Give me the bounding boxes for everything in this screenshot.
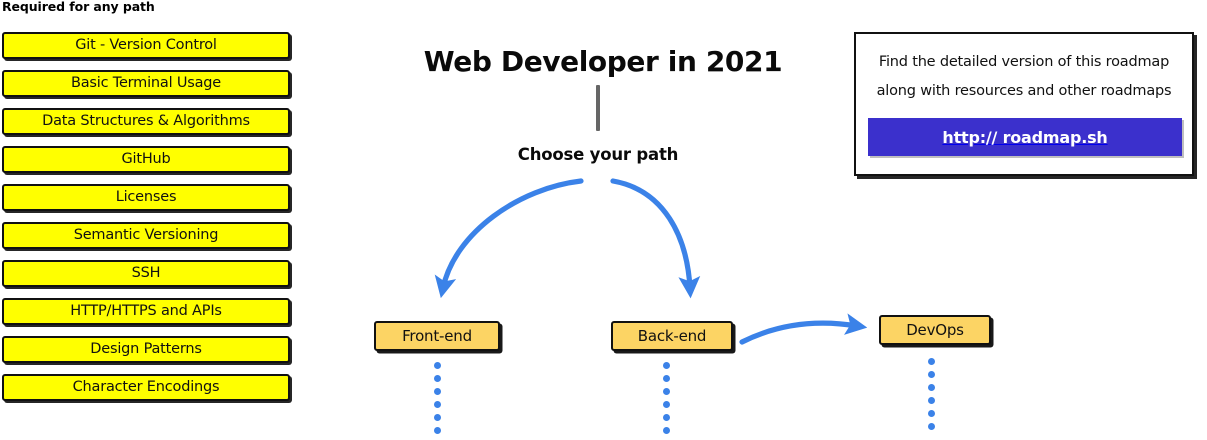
required-topic-ssh[interactable]: SSH (2, 260, 290, 287)
required-topic-label: Design Patterns (90, 341, 202, 358)
dotted-trail-back-end (663, 362, 670, 440)
arrow-to-backend (610, 178, 701, 299)
dotted-trail-devops (928, 358, 935, 436)
required-topic-label: Semantic Versioning (73, 227, 219, 244)
path-box-back-end[interactable]: Back-end (611, 321, 733, 351)
required-topic-label: Character Encodings (72, 379, 220, 396)
required-topic-character-encodings[interactable]: Character Encodings (2, 374, 290, 401)
required-topic-label: Git - Version Control (75, 37, 217, 54)
title-stem-connector (596, 85, 600, 131)
roadmap-sh-link-button[interactable]: http:// roadmap.sh (868, 118, 1182, 156)
path-box-label: DevOps (906, 320, 964, 339)
roadmap-promo-line-2: along with resources and other roadmaps (876, 83, 1172, 99)
dotted-trail-front-end (434, 362, 441, 440)
required-topic-list: Git - Version Control Basic Terminal Usa… (2, 32, 290, 412)
required-topic-label: Licenses (115, 189, 177, 206)
required-topic-github[interactable]: GitHub (2, 146, 290, 173)
arrow-to-frontend (434, 178, 584, 299)
required-topic-data-structures-algorithms[interactable]: Data Structures & Algorithms (2, 108, 290, 135)
path-box-label: Back-end (637, 326, 707, 345)
required-topic-label: Basic Terminal Usage (70, 75, 222, 92)
required-topic-label: Data Structures & Algorithms (42, 113, 250, 130)
path-box-front-end[interactable]: Front-end (374, 321, 500, 351)
roadmap-promo-line-1: Find the detailed version of this roadma… (878, 54, 1170, 70)
required-topic-semantic-versioning[interactable]: Semantic Versioning (2, 222, 290, 249)
path-box-label: Front-end (402, 326, 472, 345)
required-topic-design-patterns[interactable]: Design Patterns (2, 336, 290, 363)
required-topic-licenses[interactable]: Licenses (2, 184, 290, 211)
arrow-backend-to-devops (739, 313, 868, 345)
required-for-any-path-section: Required for any path Git - Version Cont… (0, 0, 296, 401)
required-topic-basic-terminal-usage[interactable]: Basic Terminal Usage (2, 70, 290, 97)
choose-your-path-label: Choose your path (517, 145, 679, 164)
roadmap-sh-link-label: http:// roadmap.sh (942, 127, 1108, 147)
required-topic-label: GitHub (121, 151, 171, 168)
required-topic-http-https-and-apis[interactable]: HTTP/HTTPS and APIs (2, 298, 290, 325)
path-box-devops[interactable]: DevOps (879, 315, 991, 345)
page-title: Web Developer in 2021 (423, 44, 783, 78)
required-topic-label: HTTP/HTTPS and APIs (70, 303, 222, 320)
required-topic-git-version-control[interactable]: Git - Version Control (2, 32, 290, 59)
required-section-heading: Required for any path (2, 0, 155, 14)
required-topic-label: SSH (131, 265, 161, 282)
